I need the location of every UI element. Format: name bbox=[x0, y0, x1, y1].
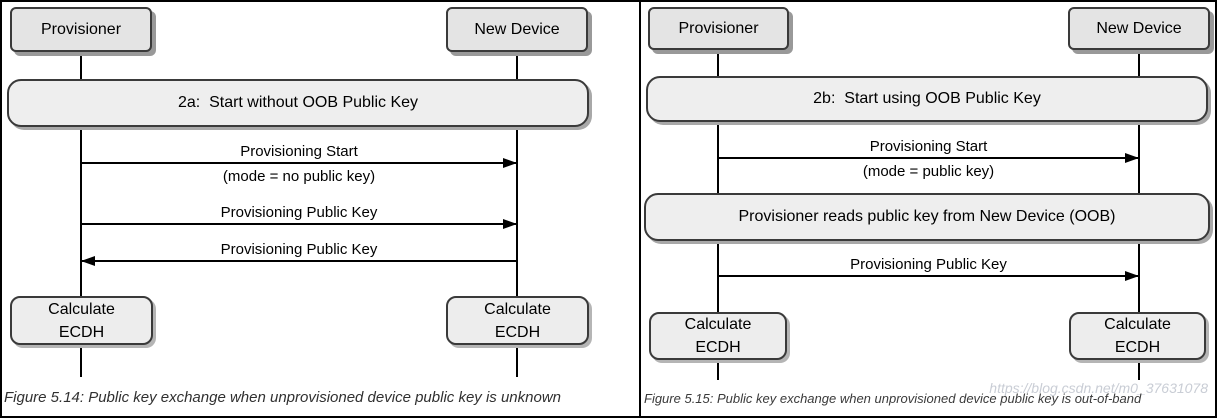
message-label: Provisioning Public Key bbox=[850, 256, 1007, 273]
arrowhead-right-icon bbox=[1125, 153, 1139, 163]
step-banner-label: 2b: Start using OOB Public Key bbox=[813, 90, 1041, 107]
calc-line1: Calculate bbox=[484, 300, 551, 318]
csdn-watermark: https://blog.csdn.net/m0_37631078 bbox=[989, 380, 1208, 396]
calc-ecdh-box-new-device: Calculate ECDH bbox=[446, 296, 589, 345]
actor-box-new-device: New Device bbox=[1068, 7, 1210, 50]
message-sublabel: (mode = no public key) bbox=[222, 168, 376, 185]
actor-box-provisioner: Provisioner bbox=[10, 7, 152, 52]
calc-line2: ECDH bbox=[494, 323, 541, 341]
arrowhead-left-icon bbox=[81, 256, 95, 266]
arrowhead-right-icon bbox=[503, 158, 517, 168]
message-label: Provisioning Start bbox=[869, 138, 988, 155]
step-banner-2b: 2b: Start using OOB Public Key bbox=[646, 76, 1208, 122]
step-banner-2a: 2a: Start without OOB Public Key bbox=[7, 79, 589, 127]
sequence-diagram-2b: Provisioner New Device 2b: Start using O… bbox=[641, 0, 1217, 418]
message-label: Provisioning Public Key bbox=[220, 204, 378, 221]
sequence-diagram-2a: Provisioner New Device 2a: Start without… bbox=[0, 0, 641, 418]
calc-line1: Calculate bbox=[1104, 316, 1171, 333]
message-arrow-line bbox=[81, 260, 517, 262]
figure-caption-5-15: Figure 5.15: Public key exchange when un… bbox=[644, 391, 1142, 406]
actor-label: New Device bbox=[474, 20, 560, 38]
calc-ecdh-box-new-device: Calculate ECDH bbox=[1069, 312, 1206, 360]
lifeline-provisioner bbox=[80, 52, 82, 377]
message-arrow-line bbox=[718, 157, 1139, 159]
calc-line2: ECDH bbox=[695, 339, 741, 356]
oob-read-banner: Provisioner reads public key from New De… bbox=[644, 193, 1210, 241]
actor-label: Provisioner bbox=[678, 19, 759, 37]
message-arrow-line bbox=[81, 162, 517, 164]
message-label: Provisioning Start bbox=[240, 143, 358, 160]
oob-banner-label: Provisioner reads public key from New De… bbox=[738, 208, 1116, 225]
message-arrow-line bbox=[718, 275, 1139, 277]
calc-line1: Calculate bbox=[48, 300, 115, 318]
figure-caption-5-14: Figure 5.14: Public key exchange when un… bbox=[4, 389, 561, 406]
actor-box-new-device: New Device bbox=[446, 7, 588, 52]
arrowhead-right-icon bbox=[503, 219, 517, 229]
calc-line1: Calculate bbox=[684, 316, 752, 333]
calc-ecdh-box-provisioner: Calculate ECDH bbox=[649, 312, 787, 360]
actor-label: Provisioner bbox=[40, 20, 122, 38]
message-label: Provisioning Public Key bbox=[220, 241, 378, 258]
calc-ecdh-box-provisioner: Calculate ECDH bbox=[10, 296, 153, 345]
calc-line2: ECDH bbox=[58, 323, 105, 341]
arrowhead-right-icon bbox=[1125, 271, 1139, 281]
calc-line2: ECDH bbox=[1114, 339, 1161, 356]
actor-label: New Device bbox=[1096, 19, 1182, 37]
actor-box-provisioner: Provisioner bbox=[648, 7, 789, 50]
lifeline-new-device bbox=[516, 52, 518, 377]
step-banner-label: 2a: Start without OOB Public Key bbox=[177, 94, 419, 111]
message-sublabel: (mode = public key) bbox=[862, 163, 995, 180]
message-arrow-line bbox=[81, 223, 517, 225]
